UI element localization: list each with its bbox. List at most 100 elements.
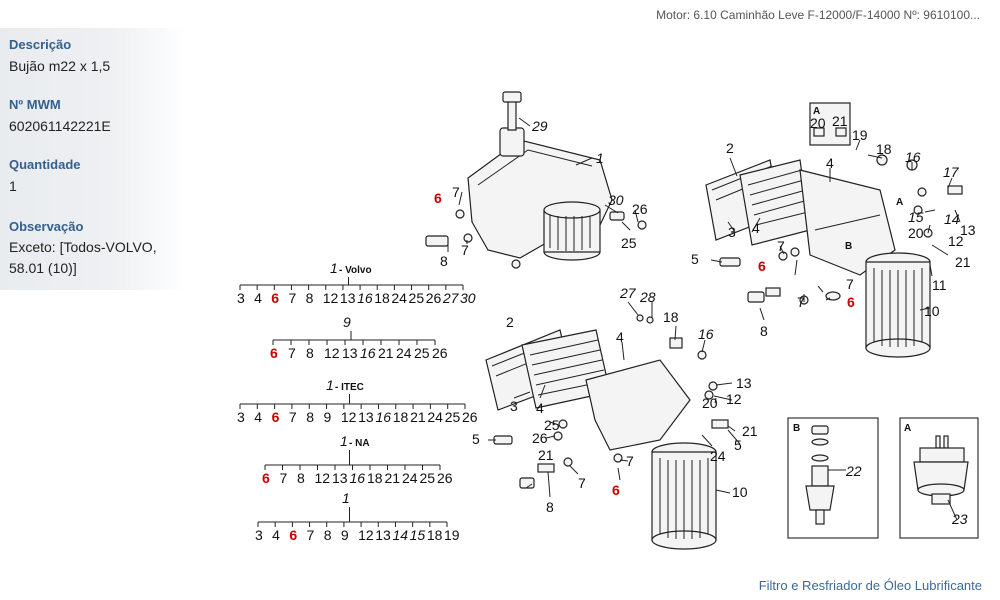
tree-item: 13 <box>375 527 391 543</box>
svg-text:19: 19 <box>852 127 868 143</box>
svg-text:12: 12 <box>726 391 742 407</box>
descricao-value: Bujão m22 x 1,5 <box>9 58 111 74</box>
svg-text:14: 14 <box>944 211 960 227</box>
detail-b-label: B <box>793 423 800 434</box>
quantidade-label: Quantidade <box>9 157 81 172</box>
svg-text:29: 29 <box>531 118 548 134</box>
svg-text:21: 21 <box>832 113 848 129</box>
tree-title-suffix: - Volvo <box>339 265 372 276</box>
svg-text:7: 7 <box>578 475 586 491</box>
svg-text:12: 12 <box>948 233 964 249</box>
svg-text:20: 20 <box>702 395 718 411</box>
svg-text:A: A <box>896 197 903 208</box>
svg-text:4: 4 <box>752 220 760 236</box>
svg-text:8: 8 <box>546 499 554 515</box>
tree-item: 13 <box>332 470 348 486</box>
tree-item: 25 <box>409 290 425 306</box>
tree-item: 7 <box>280 470 288 486</box>
mwm-label: Nº MWM <box>9 97 61 112</box>
svg-text:7: 7 <box>777 238 785 254</box>
svg-text:21: 21 <box>742 423 758 439</box>
svg-text:27: 27 <box>619 285 637 301</box>
tree-item: 18 <box>393 409 409 425</box>
tree-title: 1 <box>342 490 350 506</box>
tree-item: 12 <box>315 470 331 486</box>
svg-text:3: 3 <box>728 224 736 240</box>
tree-item: 16 <box>375 409 391 425</box>
svg-text:2: 2 <box>506 314 514 330</box>
part-details-panel: Descrição Bujão m22 x 1,5 Nº MWM 6020611… <box>0 28 187 290</box>
tree-item: 24 <box>427 409 443 425</box>
tree-item: 12 <box>324 345 340 361</box>
tree-item: 21 <box>378 345 394 361</box>
filter-housing-assembly-1 <box>425 91 647 269</box>
tree-item: 8 <box>306 409 314 425</box>
svg-text:5: 5 <box>472 431 480 447</box>
oil-cooler-assembly-top <box>705 102 963 358</box>
tree-item: 4 <box>272 527 280 543</box>
svg-text:25: 25 <box>621 235 637 251</box>
tree-item: 9 <box>324 409 332 425</box>
tree-title-suffix: - ITEC <box>335 382 364 393</box>
svg-text:7: 7 <box>626 453 634 469</box>
svg-text:15: 15 <box>908 209 924 225</box>
tree-item: 26 <box>432 345 448 361</box>
tree-item: 13 <box>340 290 356 306</box>
tree-item: 24 <box>391 290 407 306</box>
tree-item: 6 <box>272 409 280 425</box>
tree-item: 30 <box>460 290 476 306</box>
svg-text:21: 21 <box>538 447 554 463</box>
quantidade-value: 1 <box>9 178 17 194</box>
tree-item: 7 <box>289 409 297 425</box>
tree-item: 18 <box>367 470 383 486</box>
svg-text:30: 30 <box>608 192 624 208</box>
tree-item: 7 <box>288 345 296 361</box>
tree-item: 26 <box>426 290 442 306</box>
callout-numbers: 29 1 6 7 30 26 25 8 7 2 A 20 21 19 18 4 … <box>434 106 976 515</box>
tree-item: 18 <box>374 290 390 306</box>
svg-text:4: 4 <box>826 155 834 171</box>
svg-text:28: 28 <box>639 289 656 305</box>
svg-text:25: 25 <box>544 417 560 433</box>
tree-item: 8 <box>306 290 314 306</box>
descricao-label: Descrição <box>9 37 72 52</box>
tree-item: 16 <box>357 290 373 306</box>
tree-item: 26 <box>437 470 453 486</box>
svg-text:5: 5 <box>691 251 699 267</box>
tree-item: 25 <box>414 345 430 361</box>
tree-item: 21 <box>410 409 426 425</box>
svg-text:6: 6 <box>847 294 855 310</box>
tree-item: 6 <box>289 527 297 543</box>
tree-item: 16 <box>350 470 366 486</box>
tree-item: 4 <box>254 290 262 306</box>
tree-item: 14 <box>392 527 408 543</box>
svg-text:10: 10 <box>924 303 940 319</box>
svg-text:7: 7 <box>797 294 805 310</box>
tree-title-suffix: - NA <box>349 438 370 449</box>
svg-text:4: 4 <box>616 329 624 345</box>
svg-text:18: 18 <box>663 309 679 325</box>
oil-cooler-assembly-middle <box>485 314 729 550</box>
tree-item: 27 <box>442 290 460 306</box>
tree-item: 3 <box>237 290 245 306</box>
observacao-value: Exceto: [Todos-VOLVO, 58.01 (10)] <box>9 239 157 276</box>
svg-text:5: 5 <box>734 437 742 453</box>
tree-item: 25 <box>445 409 461 425</box>
diagram-caption: Filtro e Resfriador de Óleo Lubrificante <box>758 578 982 593</box>
svg-text:6: 6 <box>434 190 442 206</box>
svg-text:8: 8 <box>760 323 768 339</box>
svg-text:10: 10 <box>732 484 748 500</box>
svg-text:17: 17 <box>943 164 960 180</box>
svg-text:6: 6 <box>612 482 620 498</box>
tree-item: 3 <box>237 409 245 425</box>
svg-text:13: 13 <box>960 222 976 238</box>
tree-item: 9 <box>341 527 349 543</box>
tree-item: 6 <box>271 290 279 306</box>
tree-item: 18 <box>427 527 443 543</box>
tree-item: 19 <box>444 527 460 543</box>
svg-text:6: 6 <box>758 258 766 274</box>
